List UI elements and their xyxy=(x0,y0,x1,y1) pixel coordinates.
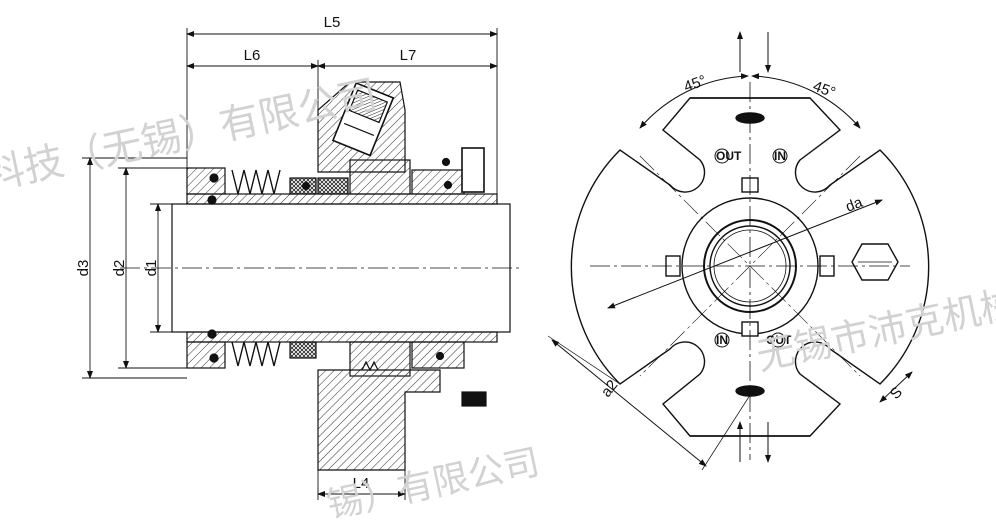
spring-bottom xyxy=(231,341,281,367)
seat-top xyxy=(317,177,349,195)
oring-5 xyxy=(441,157,451,167)
right-dimensions xyxy=(547,31,913,471)
label-angle-right: 45° xyxy=(811,78,838,102)
pipe-plug xyxy=(331,81,395,157)
port-labels: OUT IN IN OUT xyxy=(714,148,792,348)
oring-2 xyxy=(207,195,217,205)
drive-collar-top xyxy=(186,167,226,195)
label-d3: d3 xyxy=(75,260,92,277)
setscrew-bottom xyxy=(461,391,487,407)
label-L4: L4 xyxy=(353,475,370,492)
oring-1 xyxy=(209,173,219,183)
oring-6 xyxy=(209,353,219,363)
oring-4 xyxy=(443,180,453,190)
gland-bottom xyxy=(317,369,441,471)
label-angle-left: 45° xyxy=(682,72,709,96)
oring-8 xyxy=(435,351,445,361)
label-da: da xyxy=(843,194,865,216)
oring-7 xyxy=(207,329,217,339)
port-top-in: IN xyxy=(774,149,786,163)
label-d2: d2 xyxy=(111,260,128,277)
oring-3 xyxy=(301,181,311,191)
label-L6: L6 xyxy=(244,47,261,64)
seal-face-bottom xyxy=(289,341,317,359)
gland-outline xyxy=(570,97,930,437)
left-section-view xyxy=(120,81,520,471)
label-d1: d1 xyxy=(143,260,160,277)
label-a2: a2 xyxy=(598,377,622,401)
drive-collar-bottom xyxy=(186,341,226,369)
outer-ring-top xyxy=(411,169,465,195)
sleeve-bottom xyxy=(186,331,498,343)
port-bottom-in: IN xyxy=(716,333,728,347)
label-L5: L5 xyxy=(324,14,341,31)
port-bottom-out: OUT xyxy=(766,333,792,347)
left-dimensions xyxy=(82,28,498,500)
locking-plate-top xyxy=(461,147,485,193)
spring-top xyxy=(231,169,281,195)
right-front-view xyxy=(570,82,930,460)
label-L7: L7 xyxy=(400,47,417,64)
sleeve-top xyxy=(186,193,498,205)
port-top-out: OUT xyxy=(716,149,742,163)
label-S: S xyxy=(887,384,906,403)
